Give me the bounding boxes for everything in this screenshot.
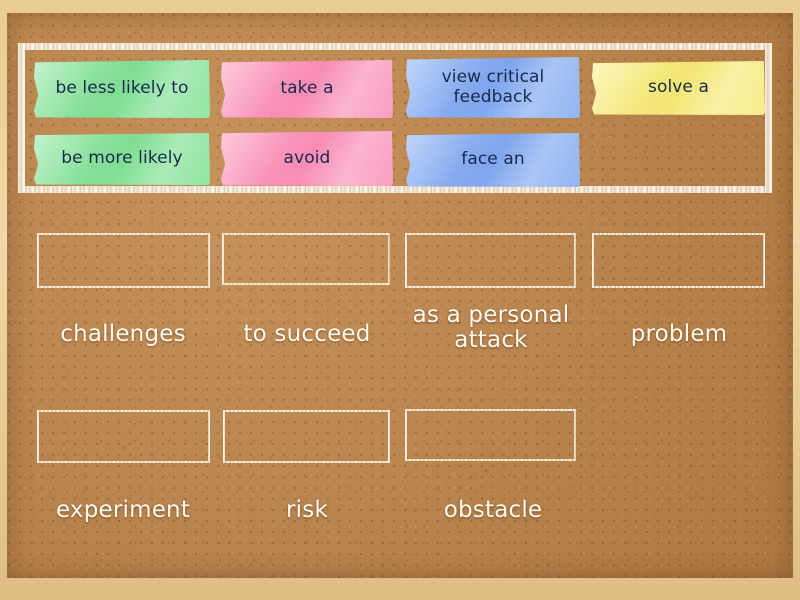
answer-label-as-a-personal-attack: as a personal attack xyxy=(398,303,584,353)
word-tile-label: be more likely xyxy=(61,148,183,169)
word-tile-take-a[interactable]: take a xyxy=(221,60,393,118)
word-tile-label: view critical feedback xyxy=(441,67,545,107)
drop-zone-as-a-personal-attack[interactable] xyxy=(405,233,576,288)
word-tile-face-an[interactable]: face an xyxy=(406,133,580,187)
word-tile-label: solve a xyxy=(647,77,710,98)
drop-zone-experiment[interactable] xyxy=(37,410,210,463)
answer-label-text: challenges xyxy=(60,321,186,347)
word-tile-view-critical-feedback[interactable]: view critical feedback xyxy=(406,57,580,118)
answer-label-text: experiment xyxy=(55,497,191,523)
word-tile-be-more-likely[interactable]: be more likely xyxy=(34,133,210,185)
word-tile-be-less-likely-to[interactable]: be less likely to xyxy=(34,60,210,118)
answer-label-text: as a personal attack xyxy=(412,302,570,353)
answer-label-obstacle: obstacle xyxy=(398,498,588,523)
drop-zone-to-succeed[interactable] xyxy=(222,233,390,285)
drop-zone-problem[interactable] xyxy=(592,233,765,288)
word-tile-label: be less likely to xyxy=(55,78,189,99)
word-tile-label: avoid xyxy=(283,147,331,168)
word-tile-avoid[interactable]: avoid xyxy=(221,131,393,186)
answer-label-experiment: experiment xyxy=(28,498,218,523)
answer-label-text: risk xyxy=(286,497,328,523)
answer-label-text: problem xyxy=(630,321,728,347)
word-tile-label: face an xyxy=(461,149,525,170)
answer-label-text: to succeed xyxy=(243,321,371,347)
answer-label-challenges: challenges xyxy=(28,322,218,347)
word-tile-label: take a xyxy=(280,78,334,99)
drop-zone-challenges[interactable] xyxy=(37,233,210,288)
answer-label-risk: risk xyxy=(212,498,402,523)
answer-label-to-succeed: to succeed xyxy=(212,322,402,347)
answer-label-problem: problem xyxy=(584,322,774,347)
answer-label-text: obstacle xyxy=(443,497,543,523)
drop-zone-risk[interactable] xyxy=(223,410,390,463)
drop-zone-obstacle[interactable] xyxy=(405,409,576,461)
word-tile-solve-a[interactable]: solve a xyxy=(592,61,765,115)
